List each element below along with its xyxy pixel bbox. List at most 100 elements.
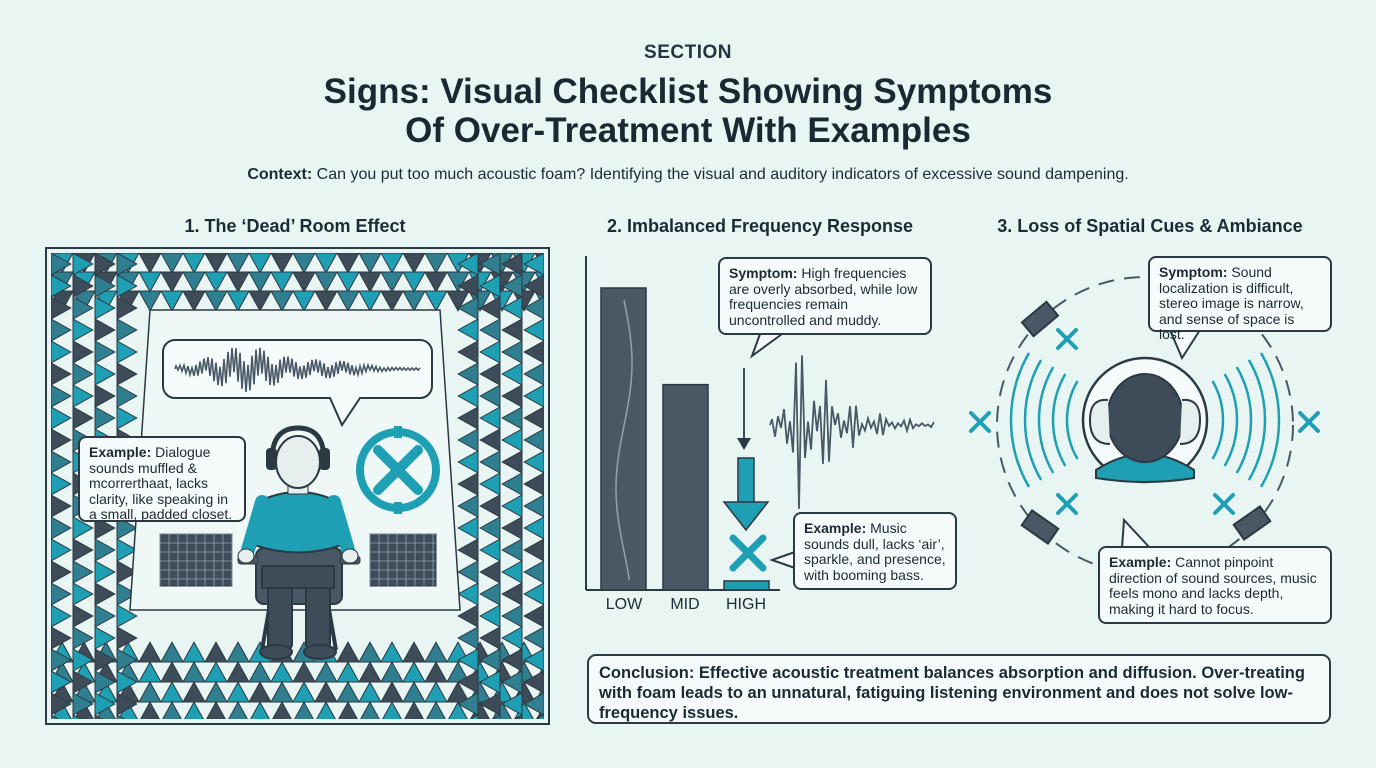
foam-wedge (501, 648, 523, 672)
foam-wedge (457, 274, 479, 298)
foam-wedge (51, 626, 72, 650)
foam-wedge (94, 406, 116, 430)
foam-wedge (479, 516, 501, 540)
foam-wedge (534, 253, 544, 271)
context-label: Context: (247, 166, 313, 183)
speaker-bottom-left (1020, 509, 1060, 545)
foam-wedge (96, 701, 116, 719)
foam-wedge (468, 681, 492, 703)
blocked-direction-markers (969, 328, 1320, 515)
foam-wedge (226, 641, 250, 663)
foam-wedge (446, 290, 470, 312)
foam-wedge (116, 538, 138, 562)
foam-wedge (116, 626, 138, 650)
foam-wedge (336, 290, 360, 312)
foam-wedge (501, 340, 523, 364)
foam-wedge (501, 296, 523, 320)
foam-wedge (116, 340, 138, 364)
foam-wedge (523, 384, 544, 408)
foam-wedge (226, 681, 250, 703)
foam-wedge (338, 701, 358, 719)
frequency-bar-low (600, 287, 647, 591)
foam-wedge (314, 681, 338, 703)
foam-wedge (94, 290, 118, 312)
foam-wedge (380, 271, 404, 293)
foam-wedge (402, 271, 426, 293)
foam-wedge (116, 560, 138, 584)
foam-wedge (51, 670, 72, 694)
bar-label-mid: MID (670, 596, 700, 613)
foam-wedge (204, 641, 228, 663)
foam-wedge (468, 271, 492, 293)
foam-wedge (138, 641, 162, 663)
foam-wedge (272, 701, 292, 719)
foam-wedge (490, 641, 514, 663)
foam-wedge (457, 582, 479, 606)
foam-wedge (523, 692, 544, 716)
foam-wedge (501, 472, 523, 496)
foam-wedge (536, 704, 544, 719)
foam-wedge (204, 681, 228, 703)
foam-wedge (116, 271, 140, 293)
foam-wedge (479, 582, 501, 606)
foam-wedge (479, 274, 501, 298)
foam-wedge (138, 681, 162, 703)
foam-wedge (182, 290, 206, 312)
foam-wedge (182, 253, 206, 274)
panel-2-example-label: Example: (804, 520, 867, 536)
foam-wedge (94, 641, 118, 663)
foam-wedge (358, 290, 382, 312)
foam-wedge (51, 582, 72, 606)
foam-wedge (457, 340, 479, 364)
waveform-bubble (162, 339, 433, 428)
foam-wedge (184, 701, 204, 719)
foam-wedge (501, 560, 523, 584)
foam-wedge (479, 626, 501, 650)
foam-wedge (402, 681, 426, 703)
foam-wedge (72, 661, 96, 683)
foam-wedge (523, 494, 544, 518)
foam-wedge (457, 604, 479, 628)
foam-wedge (51, 450, 72, 474)
foam-wedge (457, 450, 479, 474)
frequency-bar-high (723, 580, 770, 591)
foam-wedge (94, 604, 116, 628)
panel-1-example-text: Dialogue sounds muffled & mcorrerthaat, … (89, 444, 233, 522)
foam-wedge (501, 406, 523, 430)
foam-wedge (479, 472, 501, 496)
foam-wedge (479, 384, 501, 408)
bar-label-low: LOW (605, 596, 643, 613)
foam-wedge (523, 450, 544, 474)
high-loss-arrow (722, 457, 770, 532)
foam-wedge (501, 692, 523, 716)
foam-wedge (270, 641, 294, 663)
foam-wedge (51, 384, 72, 408)
foam-wedge (51, 604, 72, 628)
foam-wedge (358, 641, 382, 663)
panel-2-symptom-callout: Symptom: High frequencies are overly abs… (718, 257, 932, 335)
foam-wedge (501, 604, 523, 628)
panel-2-symptom-text: High frequencies are overly absorbed, wh… (729, 265, 918, 328)
foam-wedge (94, 296, 116, 320)
foam-wedge (380, 253, 404, 274)
decaying-waveform (769, 355, 935, 509)
head-outline (1081, 356, 1209, 484)
foam-wedge (314, 271, 338, 293)
listener-figure (237, 425, 361, 660)
foam-wedge (523, 670, 544, 694)
foam-wedge (51, 271, 74, 293)
foam-wedge (72, 340, 94, 364)
foam-wedge (72, 253, 96, 274)
foam-wedge (468, 641, 492, 663)
foam-wedge (72, 384, 94, 408)
foam-wedge (162, 701, 182, 719)
foam-wedge (534, 664, 544, 683)
foam-wedge (204, 253, 228, 274)
foam-wedge (51, 494, 72, 518)
panel-3-symptom-text: Sound localization is difficult, stereo … (1159, 264, 1304, 342)
foam-wedge (51, 290, 74, 312)
foam-wedge (424, 271, 448, 293)
foam-wedge (116, 384, 138, 408)
foam-wedge (94, 362, 116, 386)
foam-wedge (226, 290, 250, 312)
